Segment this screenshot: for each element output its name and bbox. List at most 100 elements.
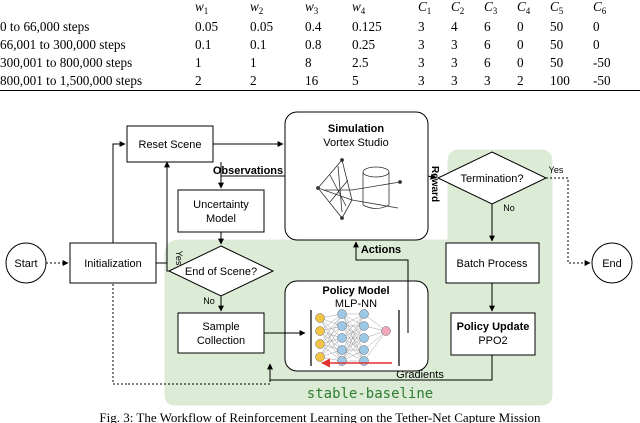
simulation-subtitle: Vortex Studio [323,137,388,149]
table-cell: 0.1 [195,37,212,52]
end-node [591,242,633,284]
table-cell: 0.125 [352,19,382,34]
header-empty [0,0,195,18]
table-cell: 2 [517,72,550,91]
table-cell: 3 [418,19,425,34]
row-label: 800,001 to 1,500,000 steps [0,72,195,91]
nn-neuron [315,339,325,349]
start-label: Start [14,258,37,270]
nn-connection [341,325,365,362]
nn-connection [341,337,365,362]
header-w4: w4 [352,0,366,16]
table-header-row: w1 w2 w3 w4 C1 C2 C3 C4 C5 C6 [0,0,640,18]
header-w2: w2 [250,0,264,16]
nn-neuron [337,309,347,319]
nn-connection [341,325,365,351]
table-cell: -50 [593,55,611,70]
table-cell: 16 [305,72,352,91]
nn-connection [319,317,343,362]
nn-neuron [337,356,347,366]
nn-neuron [315,352,325,362]
table-cell: 6 [484,37,491,52]
sample-label-1: Sample [202,321,239,333]
table-cell: 0 [517,37,524,52]
workflow-diagram: stable-baseline Start End Initialization… [5,111,633,406]
table-cell: 0.1 [250,37,267,52]
table-cell: 0.8 [305,37,322,52]
simulation-title: Simulation [328,123,385,135]
table-cell: 0.4 [305,19,322,34]
nn-connection [319,330,343,362]
nn-neuron [359,309,369,319]
yes-left-label: Yes [174,251,184,266]
uncertainty-label-2: Model [206,213,236,225]
nn-neuron [359,345,369,355]
policy-update-subtitle: PPO2 [478,335,507,347]
nn-neuron [337,333,347,343]
actions-label: Actions [361,244,401,256]
table-cell: 50 [550,37,564,52]
table-cell: 2 [195,72,250,91]
no-right-label: No [503,203,515,213]
table-cell: 50 [550,19,564,34]
tether-net-sketch [316,158,402,220]
table-cell: 1 [250,55,257,70]
header-c3: C3 [484,0,498,16]
nn-connection [363,330,387,362]
stable-baseline-label: stable-baseline [307,386,433,402]
nn-connection [319,313,343,358]
nn-neuron [315,326,325,336]
row-label: 0 to 66,000 steps [0,19,90,34]
table-cell: 1 [195,55,202,70]
policy-model-subtitle: MLP-NN [335,298,377,310]
observations-label: Observations [213,165,283,177]
table-cell: 0.25 [352,37,376,52]
header-w3: w3 [305,0,319,16]
reward-weights-table: w1 w2 w3 w4 C1 C2 C3 C4 C5 C6 0 to 66,00… [0,0,640,91]
gradients-label: Gradients [396,369,444,381]
nn-connection [341,313,365,362]
initialization-box [69,242,157,284]
header-w1: w1 [195,0,209,16]
table-cell: 50 [550,55,564,70]
nn-connection [363,330,387,351]
nn-connection [319,313,343,345]
reward-label: Reward [429,166,440,202]
nn-connection [319,317,343,351]
table-cell: 0 [517,19,524,34]
uncertainty-label-1: Uncertainty [193,199,249,211]
termination-label: Termination? [461,173,524,185]
nn-connection [341,313,365,339]
end-of-scene-label: End of Scene? [185,266,257,278]
row-label: 300,001 to 800,000 steps [0,55,133,70]
table-cell: 0 [593,19,600,34]
table-cell: 3 [484,72,517,91]
table-cell: 3 [418,37,425,52]
nn-neuron [359,321,369,331]
table-cell: -50 [593,72,640,91]
table-cell: 2 [250,72,305,91]
policy-update-box [450,312,536,356]
table-cell: 2.5 [352,55,369,70]
header-c6: C6 [593,0,607,16]
table-cell: 3 [418,72,451,91]
table-cell: 3 [418,55,425,70]
header-c1: C1 [418,0,432,16]
nn-neuron [337,321,347,331]
table-cell: 3 [451,37,458,52]
header-c4: C4 [517,0,531,16]
initialization-label: Initialization [84,258,141,270]
batch-process-label: Batch Process [457,258,528,270]
no-left-label: No [203,296,215,306]
policy-update-title: Policy Update [457,321,530,333]
table-cell: 3 [451,55,458,70]
table-cell: 0.05 [195,19,219,34]
table-cell: 6 [484,19,491,34]
nn-connection [319,317,343,339]
end-label: End [602,258,622,270]
